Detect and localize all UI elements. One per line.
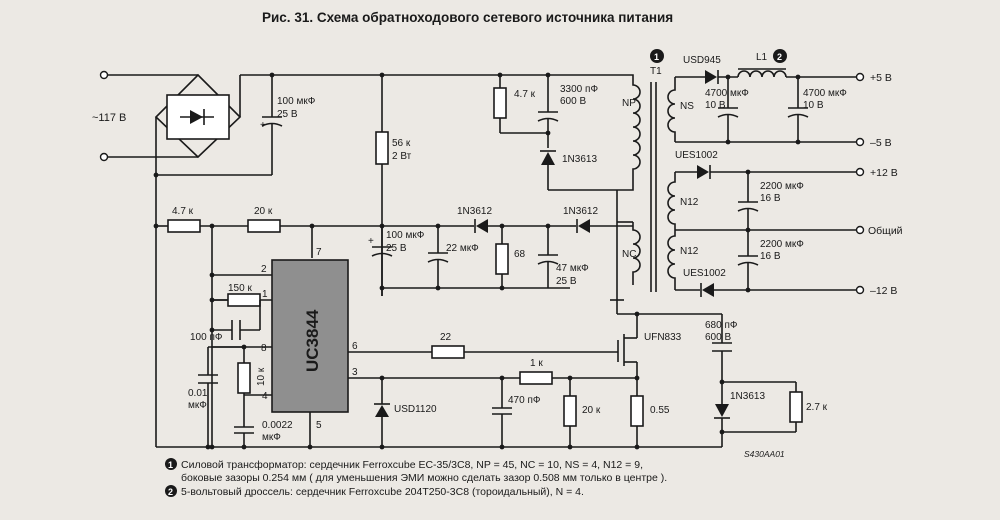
diagram-title: Рис. 31. Схема обратноходового сетевого … [262, 10, 673, 25]
r22-label: 22 [440, 332, 452, 343]
r10k-label: 10 к [256, 367, 267, 386]
out-p5-label: +5 В [870, 72, 892, 84]
note-1-line-2: боковые зазоры 0.254 мм ( для уменьшения… [181, 472, 667, 484]
bridge-rectifier [154, 73, 617, 447]
r47-in-label: 4.7 к [172, 206, 194, 217]
r27k-label: 2.7 к [806, 402, 828, 413]
ic-uc3844: UC3844 2 1 8 4 6 3 5 [212, 259, 520, 447]
current-sense: 1 к 470 пФ 20 к 0.55 [492, 358, 670, 447]
ac-input: ~117 В [92, 70, 198, 162]
n12b-label: N12 [680, 246, 699, 257]
out-p12-label: +12 В [870, 167, 898, 179]
r20k-b-label: 20 к [582, 405, 601, 416]
ufn833-label: UFN833 [644, 332, 682, 343]
c100u-vcc-voltage: 25 В [386, 243, 407, 254]
zener-usd1120: USD1120 [374, 378, 437, 447]
r20k-a-label: 20 к [254, 206, 273, 217]
gate-drive: 22 UFN833 [431, 300, 722, 378]
drain-snubber: 680 пФ 600 В 1N3613 2.7 к [705, 314, 828, 447]
c470p-label: 470 пФ [508, 395, 541, 406]
transformer-t1: NP NC NS N12 N12 T1 1 [610, 49, 699, 301]
r150k-label: 150 к [228, 283, 252, 294]
d1n3612b-label: 1N3612 [563, 206, 598, 217]
usd945-label: USD945 [683, 55, 721, 66]
c4700a-label: 4700 мкФ [705, 88, 749, 99]
pin6-label: 6 [352, 341, 358, 352]
c0022-unit: мкФ [262, 432, 281, 443]
svg-text:1: 1 [168, 460, 173, 470]
np-label: NP [622, 98, 636, 109]
c0022-label: 0.0022 [262, 420, 293, 431]
svg-text:2: 2 [777, 52, 782, 62]
svg-text:1: 1 [654, 52, 659, 62]
t1-label: T1 [650, 66, 662, 77]
c-bulk-voltage: 25 В [277, 109, 298, 120]
c2200b-voltage: 16 В [760, 251, 781, 262]
c680p-voltage: 600 В [705, 332, 731, 343]
pin4-label: 4 [262, 391, 268, 402]
d1n3613b-label: 1N3613 [730, 391, 765, 402]
timing-network: 10 к 0.01 мкФ 0.0022 мкФ [188, 346, 293, 447]
r56-power: 2 Вт [392, 151, 412, 162]
out-m5-label: –5 В [870, 137, 892, 149]
pin1-label: 1 [262, 289, 268, 300]
ues1002a-label: UES1002 [675, 150, 718, 161]
r56-label: 56 к [392, 138, 411, 149]
r47-snub-label: 4.7 к [514, 89, 536, 100]
notes: 1 Силовой трансформатор: сердечник Ferro… [165, 458, 667, 498]
startup-rail: 4.7 к 20 к 7 + 100 мкФ 25 В 1N3612 22 мк… [156, 206, 633, 447]
ic-label: UC3844 [303, 309, 322, 372]
pin8-label: 8 [261, 343, 267, 354]
svg-text:2: 2 [168, 487, 173, 497]
out-m12-label: –12 В [870, 285, 897, 297]
ues1002b-label: UES1002 [683, 268, 726, 279]
feedback-network: 150 к 100 пФ [190, 283, 261, 343]
output-12v-section: UES1002 +12 В 2200 мкФ 16 В Общий 2200 м… [675, 150, 903, 297]
note-1-line-1: Силовой трансформатор: сердечник Ferroxc… [181, 459, 643, 471]
ac-input-label: ~117 В [92, 112, 126, 124]
c100p-label: 100 пФ [190, 332, 223, 343]
c2200b-label: 2200 мкФ [760, 239, 804, 250]
c-bulk-label: 100 мкФ [277, 96, 316, 107]
c2200a-voltage: 16 В [760, 193, 781, 204]
r1k-label: 1 к [530, 358, 543, 369]
junction-dots [153, 72, 801, 450]
output-5v-section: USD945 L1 2 +5 В 4700 мкФ 10 В 4700 мкФ … [675, 49, 892, 149]
capacitor-bulk: + 100 мкФ 25 В [156, 75, 316, 176]
c001-unit: мкФ [188, 400, 207, 411]
svg-text:+: + [260, 120, 266, 131]
c3300-voltage: 600 В [560, 96, 586, 107]
note-2-line-1: 5-вольтовый дроссель: сердечник Ferroxcu… [181, 486, 584, 498]
figure-code: S430AA01 [744, 449, 785, 459]
out-com-label: Общий [868, 225, 903, 237]
c001-label: 0.01 [188, 388, 208, 399]
c47u-label: 47 мкФ [556, 263, 589, 274]
svg-text:+: + [368, 236, 374, 247]
r68-label: 68 [514, 249, 526, 260]
pin3-label: 3 [352, 367, 358, 378]
c4700a-voltage: 10 В [705, 100, 726, 111]
c2200a-label: 2200 мкФ [760, 181, 804, 192]
pin5-label: 5 [316, 420, 322, 431]
c22u-label: 22 мкФ [446, 243, 479, 254]
l1-label: L1 [756, 52, 768, 63]
c4700b-label: 4700 мкФ [803, 88, 847, 99]
pin2-label: 2 [261, 264, 267, 275]
pin7-label: 7 [316, 247, 322, 258]
c100u-vcc-label: 100 мкФ [386, 230, 425, 241]
resistor-56k: 56 к 2 Вт [375, 75, 412, 296]
usd1120-label: USD1120 [394, 404, 437, 415]
c3300-label: 3300 пФ [560, 84, 598, 95]
ns-label: NS [680, 101, 694, 112]
c47u-voltage: 25 В [556, 276, 577, 287]
n12a-label: N12 [680, 197, 699, 208]
c4700b-voltage: 10 В [803, 100, 824, 111]
d1n3612a-label: 1N3612 [457, 206, 492, 217]
c680p-label: 680 пФ [705, 320, 738, 331]
snubber-network: 4.7 к 3300 пФ 600 В 1N3613 [493, 75, 617, 191]
nc-label: NC [622, 249, 636, 260]
r055-label: 0.55 [650, 405, 670, 416]
d1n3613a-label: 1N3613 [562, 154, 597, 165]
